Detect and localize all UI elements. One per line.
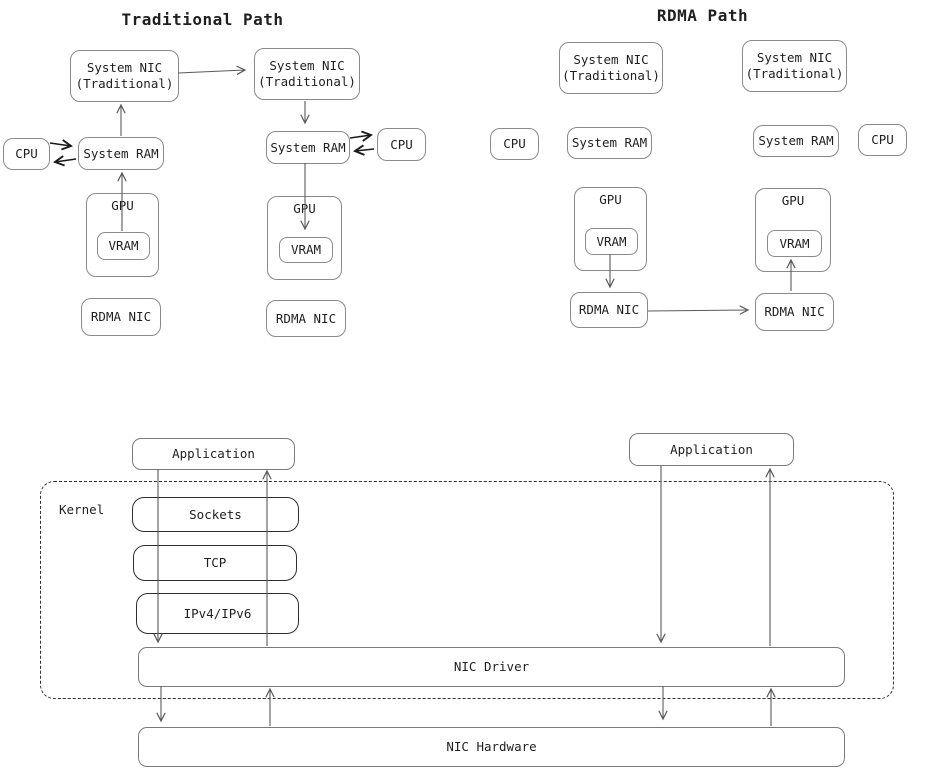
- ipv4-ipv6-box: IPv4/IPv6: [136, 593, 299, 634]
- system-ram-box-traditional-left: System RAM: [78, 137, 164, 170]
- system-ram-label: System RAM: [758, 133, 834, 149]
- rdma-nic-box-traditional-left: RDMA NIC: [81, 298, 161, 336]
- gpu-label: GPU: [599, 192, 622, 207]
- system-ram-label: System RAM: [571, 135, 648, 151]
- nic-driver-label: NIC Driver: [453, 659, 530, 675]
- vram-box: VRAM: [279, 237, 333, 263]
- rdma-nic-box-rdma-left: RDMA NIC: [570, 292, 648, 328]
- cpu-box-traditional-left: CPU: [3, 138, 50, 170]
- rdma-nic-label: RDMA NIC: [578, 302, 640, 318]
- vram-label: VRAM: [290, 242, 322, 258]
- system-ram-label: System RAM: [270, 139, 346, 155]
- traditional-path-title: Traditional Path: [121, 10, 284, 29]
- nic-hardware-label: NIC Hardware: [446, 739, 537, 755]
- cpu-label: CPU: [390, 136, 413, 152]
- cpu-label: CPU: [871, 132, 894, 148]
- application-box-left: Application: [132, 438, 295, 470]
- gpu-box-rdma-right: GPU VRAM: [755, 188, 831, 272]
- gpu-box-traditional-right: GPU VRAM: [267, 196, 342, 280]
- vram-box: VRAM: [97, 232, 150, 260]
- arrow-cpu-to-ram-left: [49, 143, 71, 146]
- system-ram-box-rdma-right: System RAM: [753, 125, 839, 157]
- application-label: Application: [172, 446, 255, 462]
- tcp-label: TCP: [203, 555, 227, 571]
- kernel-boundary: [40, 481, 894, 699]
- arrow-ram-to-cpu-left: [55, 159, 77, 162]
- ipv4-ipv6-label: IPv4/IPv6: [183, 605, 252, 621]
- arrow-rdma-nic-to-rdma-nic: [647, 305, 750, 315]
- system-nic-box-traditional-left: System NIC (Traditional): [70, 50, 179, 102]
- arrow-ram-to-cpu-right: [349, 135, 371, 138]
- arrow-nic-to-nic-traditional: [177, 65, 247, 76]
- system-nic-box-rdma-left: System NIC (Traditional): [559, 42, 663, 94]
- rdma-nic-box-traditional-right: RDMA NIC: [266, 300, 346, 337]
- system-ram-box-traditional-right: System RAM: [266, 131, 350, 164]
- cpu-box-rdma-left: CPU: [490, 128, 539, 160]
- application-label: Application: [670, 441, 753, 457]
- vram-label: VRAM: [108, 238, 139, 254]
- system-nic-box-traditional-right: System NIC (Traditional): [254, 48, 360, 100]
- arrow-cpu-to-ram-right: [355, 149, 375, 151]
- rdma-nic-box-rdma-right: RDMA NIC: [755, 293, 834, 331]
- cpu-box-traditional-right: CPU: [377, 128, 426, 161]
- vram-box: VRAM: [767, 230, 822, 257]
- system-ram-label: System RAM: [83, 145, 159, 161]
- system-nic-sublabel: (Traditional): [745, 66, 844, 81]
- system-nic-label: System NIC: [86, 60, 163, 76]
- cpu-box-rdma-right: CPU: [858, 124, 907, 156]
- gpu-box-traditional-left: GPU VRAM: [86, 193, 159, 277]
- vram-label: VRAM: [779, 235, 810, 251]
- system-nic-label: System NIC: [269, 58, 345, 74]
- nic-driver-box: NIC Driver: [138, 647, 845, 687]
- gpu-label: GPU: [781, 193, 805, 208]
- rdma-path-title: RDMA Path: [656, 6, 749, 25]
- rdma-nic-label: RDMA NIC: [90, 309, 152, 325]
- sockets-label: Sockets: [189, 506, 242, 522]
- rdma-nic-label: RDMA NIC: [764, 304, 825, 320]
- kernel-label: Kernel: [59, 502, 105, 517]
- cpu-label: CPU: [503, 136, 526, 152]
- gpu-label: GPU: [111, 198, 134, 213]
- gpu-box-rdma-left: GPU VRAM: [574, 187, 647, 271]
- tcp-box: TCP: [133, 545, 297, 581]
- system-nic-label: System NIC: [756, 50, 833, 66]
- system-nic-sublabel: (Traditional): [562, 68, 660, 83]
- application-box-right: Application: [629, 433, 794, 466]
- vram-label: VRAM: [596, 233, 627, 249]
- vram-box: VRAM: [585, 228, 638, 255]
- system-nic-sublabel: (Traditional): [258, 74, 356, 89]
- gpu-label: GPU: [293, 201, 316, 216]
- system-nic-box-rdma-right: System NIC (Traditional): [742, 40, 847, 92]
- nic-hardware-box: NIC Hardware: [138, 727, 845, 767]
- rdma-nic-label: RDMA NIC: [275, 310, 337, 326]
- system-nic-label: System NIC: [573, 52, 649, 68]
- sockets-box: Sockets: [132, 497, 299, 532]
- system-ram-box-rdma-left: System RAM: [567, 127, 652, 159]
- cpu-label: CPU: [15, 146, 38, 162]
- system-nic-sublabel: (Traditional): [75, 76, 174, 91]
